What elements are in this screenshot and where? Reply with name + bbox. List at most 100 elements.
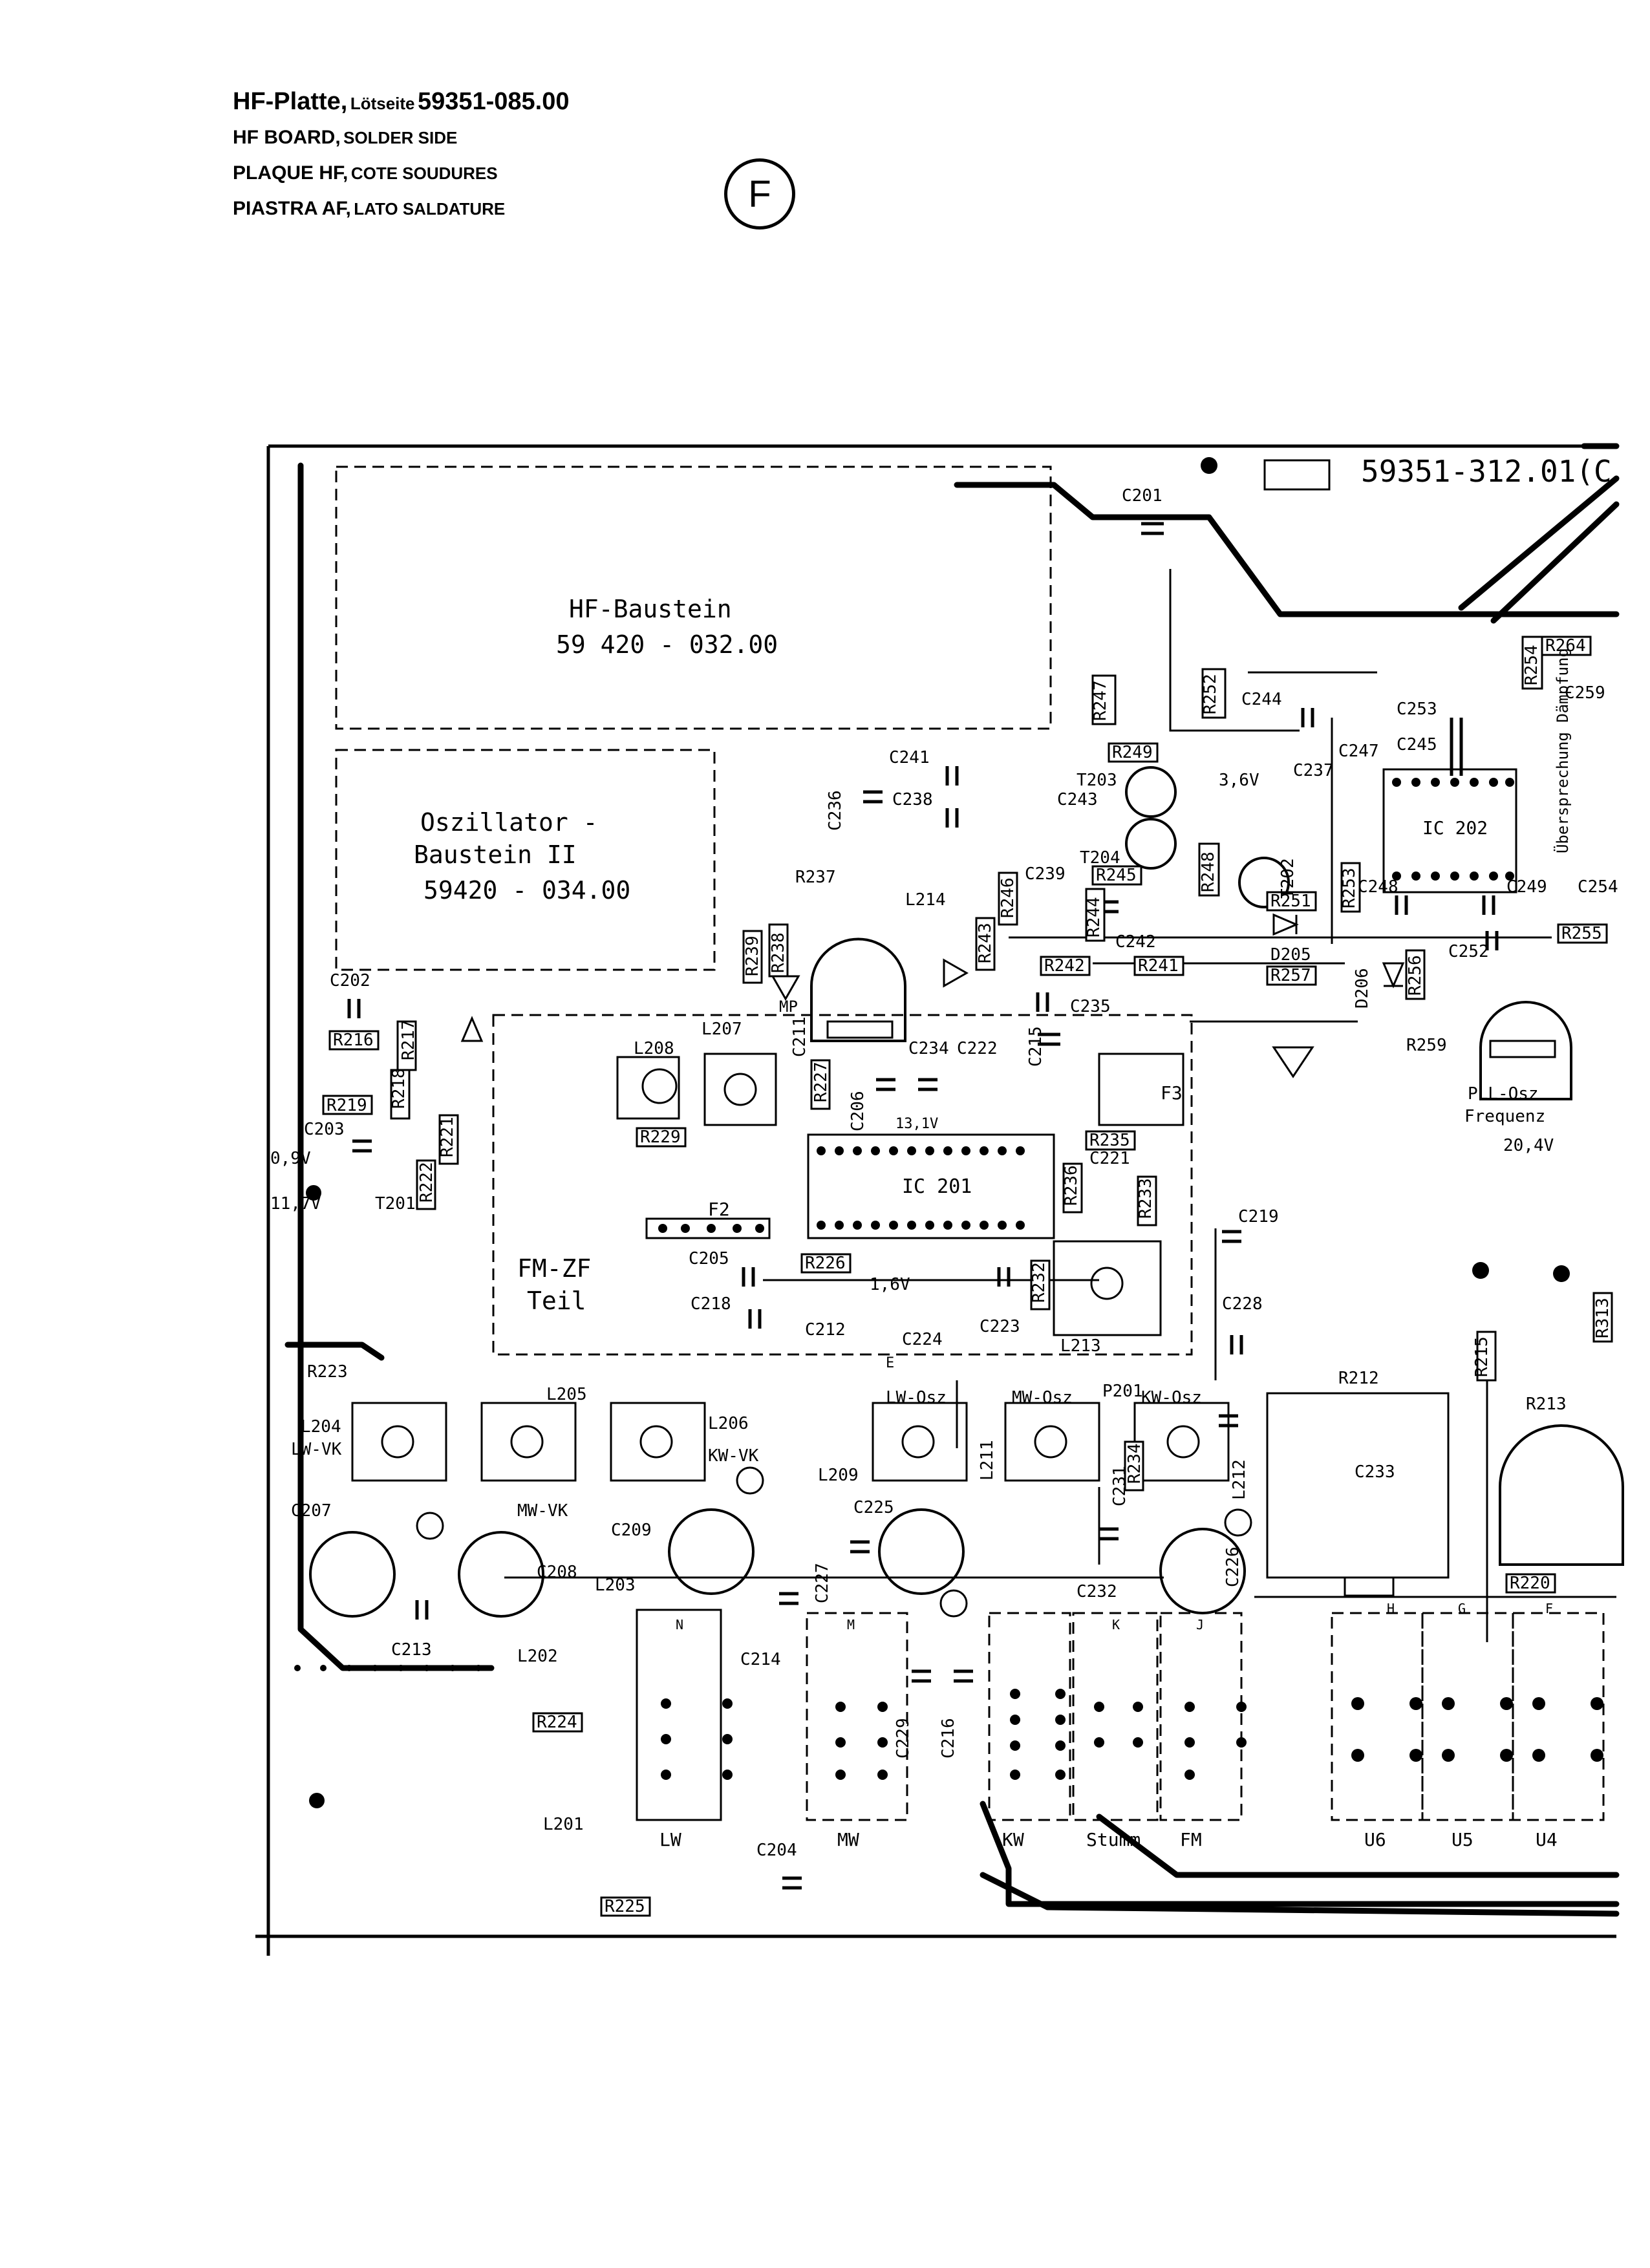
component-label-r251: R251 <box>1270 892 1311 911</box>
component-label-r215: R215 <box>1472 1336 1492 1377</box>
component-label-c238: C238 <box>892 790 933 809</box>
svg-text:P201: P201 <box>1102 1382 1143 1401</box>
component-label-c219: C219 <box>1238 1207 1279 1226</box>
component-label-l208: L208 <box>634 1039 674 1058</box>
component-label-r313: R313 <box>1593 1298 1612 1338</box>
hf-module-number: 59 420 - 032.00 <box>556 630 778 659</box>
component-label-l207: L207 <box>702 1020 742 1039</box>
pll-label: PLL-Osz <box>1468 1084 1539 1104</box>
component-label-c207: C207 <box>291 1501 332 1521</box>
component-label-c224: C224 <box>902 1330 943 1349</box>
svg-text:MW-Osz: MW-Osz <box>1012 1388 1073 1407</box>
component-label-c203: C203 <box>304 1120 345 1139</box>
component-label-c228: C228 <box>1222 1294 1263 1314</box>
fm-if-subtitle: Teil <box>527 1287 586 1315</box>
pll-sublabel: Frequenz <box>1464 1107 1545 1126</box>
component-label-c229: C229 <box>894 1718 913 1759</box>
component-label-c242: C242 <box>1115 932 1156 952</box>
board-part-number: 59351-312.01(C <box>1361 454 1612 489</box>
component-label-c235: C235 <box>1070 997 1111 1016</box>
component-label-c208: C208 <box>537 1563 577 1582</box>
component-label-r232: R232 <box>1029 1262 1049 1303</box>
component-label-c204: C204 <box>756 1841 797 1860</box>
svg-text:LW: LW <box>659 1829 681 1850</box>
svg-text:M: M <box>847 1617 855 1632</box>
component-label-r229: R229 <box>640 1128 681 1147</box>
svg-text:F: F <box>1545 1601 1553 1616</box>
component-label-c216: C216 <box>939 1718 958 1759</box>
svg-text:Stumm: Stumm <box>1086 1829 1141 1850</box>
svg-text:U6: U6 <box>1364 1829 1386 1850</box>
svg-text:H: H <box>1387 1601 1395 1616</box>
component-label-r241: R241 <box>1138 956 1179 976</box>
component-label-c245: C245 <box>1397 735 1437 754</box>
component-label-l211: L211 <box>978 1440 997 1481</box>
svg-text:N: N <box>676 1617 683 1632</box>
component-label-r216: R216 <box>333 1031 374 1050</box>
component-label-r234: R234 <box>1125 1443 1144 1484</box>
hf-module-box <box>335 465 1052 730</box>
svg-text:FM: FM <box>1180 1829 1202 1850</box>
component-label-c232: C232 <box>1077 1582 1117 1601</box>
component-label-r233: R233 <box>1136 1178 1155 1219</box>
svg-text:MW-VK: MW-VK <box>517 1501 568 1521</box>
fm-if-box <box>492 1014 1193 1356</box>
component-label-r247: R247 <box>1091 680 1110 721</box>
component-label-c244: C244 <box>1241 690 1282 709</box>
svg-text:LW-Osz: LW-Osz <box>886 1388 947 1407</box>
component-label-l201: L201 <box>543 1815 584 1834</box>
board-number: 59351-085.00 <box>417 88 570 115</box>
component-label-r264: R264 <box>1545 636 1586 656</box>
component-label-r252: R252 <box>1201 674 1220 714</box>
component-label-c254: C254 <box>1578 877 1618 897</box>
component-label-c241: C241 <box>889 748 930 767</box>
component-label-c239: C239 <box>1025 864 1066 884</box>
osc-module-subtitle: Baustein II <box>414 840 577 869</box>
component-label-r239: R239 <box>743 936 762 976</box>
component-label-r242: R242 <box>1044 956 1085 976</box>
component-label-r248: R248 <box>1199 851 1218 892</box>
svg-text:G: G <box>1458 1601 1466 1616</box>
component-label-c231: C231 <box>1110 1466 1130 1506</box>
component-label-t203: T203 <box>1077 771 1117 790</box>
component-label-r244: R244 <box>1084 897 1104 937</box>
title-line-it: PIASTRA AF, LATO SALDATURE <box>233 198 506 219</box>
component-label-r222: R222 <box>417 1162 436 1203</box>
component-label-r246: R246 <box>998 877 1018 918</box>
component-label-c223: C223 <box>980 1317 1020 1336</box>
component-label-r249: R249 <box>1112 743 1153 762</box>
component-label-c211: C211 <box>790 1016 809 1057</box>
svg-text:13,1V: 13,1V <box>895 1116 938 1132</box>
component-label-c225: C225 <box>853 1498 894 1517</box>
component-label-r226: R226 <box>805 1254 846 1273</box>
svg-text:F2: F2 <box>708 1199 730 1220</box>
component-label-l214: L214 <box>905 890 946 910</box>
svg-text:F3: F3 <box>1161 1082 1183 1104</box>
component-label-r254: R254 <box>1522 645 1541 685</box>
component-label-l205: L205 <box>546 1385 587 1404</box>
component-label-c209: C209 <box>611 1521 652 1540</box>
svg-text:3,6V: 3,6V <box>1219 771 1259 790</box>
component-label-r224: R224 <box>537 1713 577 1732</box>
component-label-r221: R221 <box>438 1117 457 1157</box>
component-label-l204: L204 <box>301 1417 341 1437</box>
component-label-c247: C247 <box>1338 742 1379 761</box>
component-label-c252: C252 <box>1448 942 1489 961</box>
svg-text:1,6V: 1,6V <box>870 1275 910 1294</box>
component-label-l213: L213 <box>1060 1336 1101 1356</box>
component-label-c201: C201 <box>1122 486 1162 506</box>
svg-text:KW: KW <box>1002 1829 1024 1850</box>
title-line-de: HF-Platte, Lötseite 59351-085.00 <box>233 88 570 115</box>
component-label-c259: C259 <box>1565 683 1605 703</box>
component-label-c214: C214 <box>740 1650 781 1669</box>
component-label-c234: C234 <box>908 1039 949 1058</box>
component-label-d205: D205 <box>1270 945 1311 965</box>
svg-text:KW-VK: KW-VK <box>708 1446 759 1466</box>
svg-text:U4: U4 <box>1536 1829 1558 1850</box>
osc-module-title: Oszillator - <box>420 808 598 837</box>
svg-text:MP: MP <box>779 998 798 1016</box>
component-label-r253: R253 <box>1340 868 1359 908</box>
fm-if-title: FM-ZF <box>517 1254 591 1283</box>
component-label-r259: R259 <box>1406 1036 1447 1055</box>
